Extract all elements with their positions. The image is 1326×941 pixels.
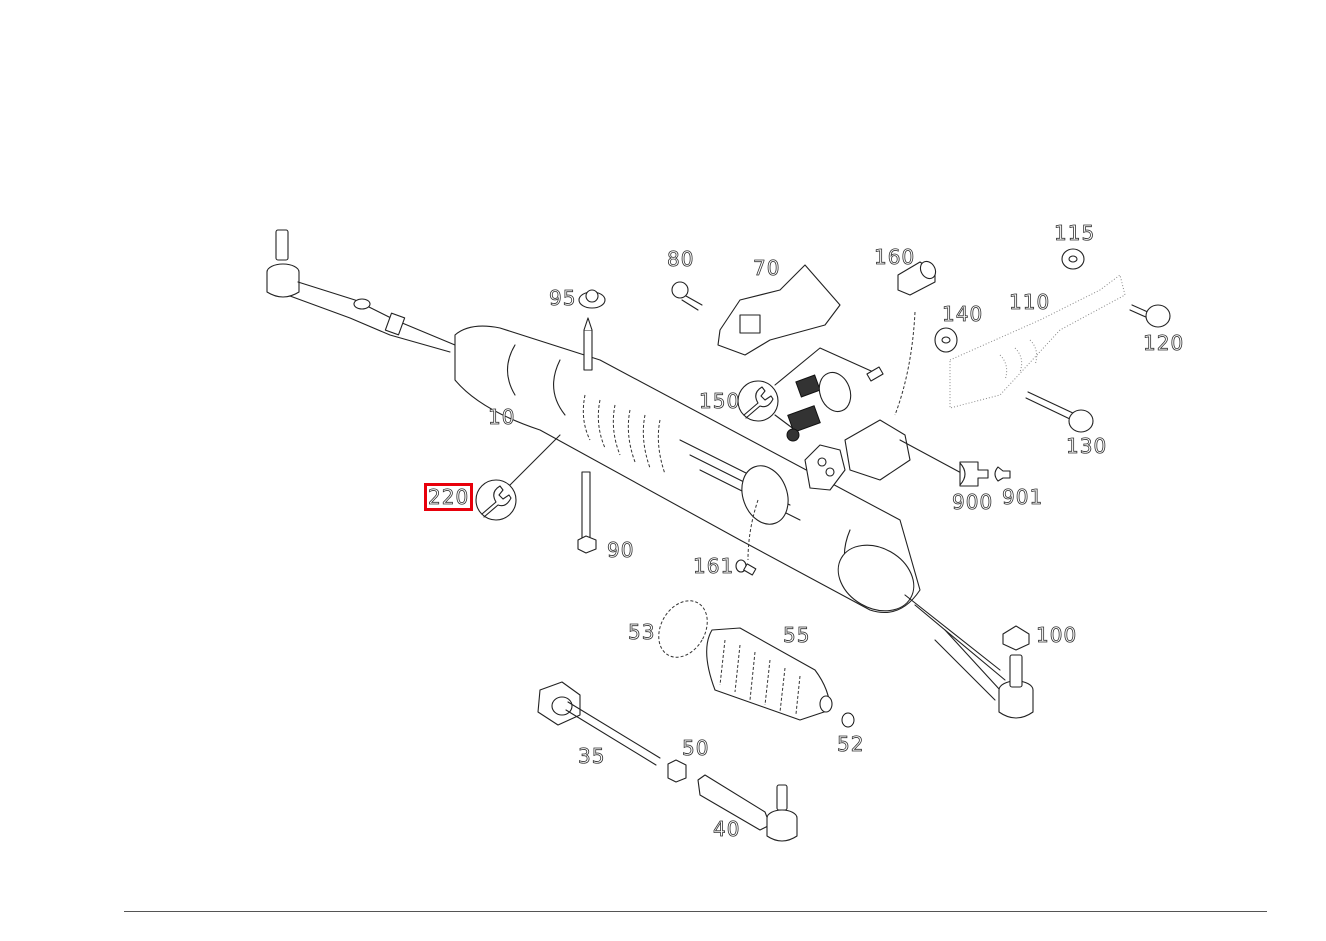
callout-150[interactable]: 150	[699, 389, 741, 413]
boot-55	[706, 627, 833, 721]
nut-95	[578, 289, 606, 309]
callout-220[interactable]: 220	[423, 483, 474, 511]
washer-115	[1061, 248, 1085, 270]
valve-housing	[804, 419, 966, 491]
tie-rod-end-40	[697, 774, 798, 842]
wrench-icon	[475, 479, 517, 521]
callout-35[interactable]: 35	[578, 744, 606, 768]
callout-130[interactable]: 130	[1066, 434, 1108, 458]
callout-40[interactable]: 40	[713, 817, 741, 841]
callout-90[interactable]: 90	[607, 538, 635, 562]
callout-140[interactable]: 140	[942, 302, 984, 326]
bolt-120	[1129, 304, 1171, 328]
callout-80[interactable]: 80	[667, 247, 695, 271]
washer-140	[934, 327, 958, 353]
callout-120[interactable]: 120	[1143, 331, 1185, 355]
sensor-150	[774, 347, 884, 442]
callout-70[interactable]: 70	[753, 256, 781, 280]
screw-161	[735, 499, 759, 576]
callout-901[interactable]: 901	[1002, 485, 1044, 509]
rack-housing	[454, 317, 1006, 681]
clamp-53	[658, 600, 708, 658]
shaft-110	[949, 274, 1126, 409]
sleeve-160	[894, 260, 937, 416]
footer-divider	[124, 911, 1267, 912]
bolt-80	[671, 281, 703, 311]
callout-52[interactable]: 52	[837, 732, 865, 756]
wrench-icon	[737, 380, 779, 422]
callout-115[interactable]: 115	[1054, 221, 1096, 245]
callout-55[interactable]: 55	[783, 623, 811, 647]
callout-50[interactable]: 50	[682, 736, 710, 760]
clamp-52	[841, 712, 855, 728]
callout-160[interactable]: 160	[874, 245, 916, 269]
callout-900[interactable]: 900	[952, 490, 994, 514]
nut-50	[667, 759, 687, 783]
bolt-130	[1025, 391, 1094, 433]
inner-tie-rod-35	[537, 681, 661, 766]
right-tie-rod-end	[934, 625, 1034, 719]
callout-110[interactable]: 110	[1009, 290, 1051, 314]
left-tie-rod-end	[266, 229, 456, 353]
callout-161[interactable]: 161	[693, 554, 735, 578]
callout-100[interactable]: 100	[1036, 623, 1078, 647]
callout-95[interactable]: 95	[549, 286, 577, 310]
cap-901	[994, 466, 1011, 482]
connector-900	[959, 461, 989, 487]
callout-53[interactable]: 53	[628, 620, 656, 644]
callout-10[interactable]: 10	[488, 405, 516, 429]
bolt-90	[577, 471, 597, 554]
